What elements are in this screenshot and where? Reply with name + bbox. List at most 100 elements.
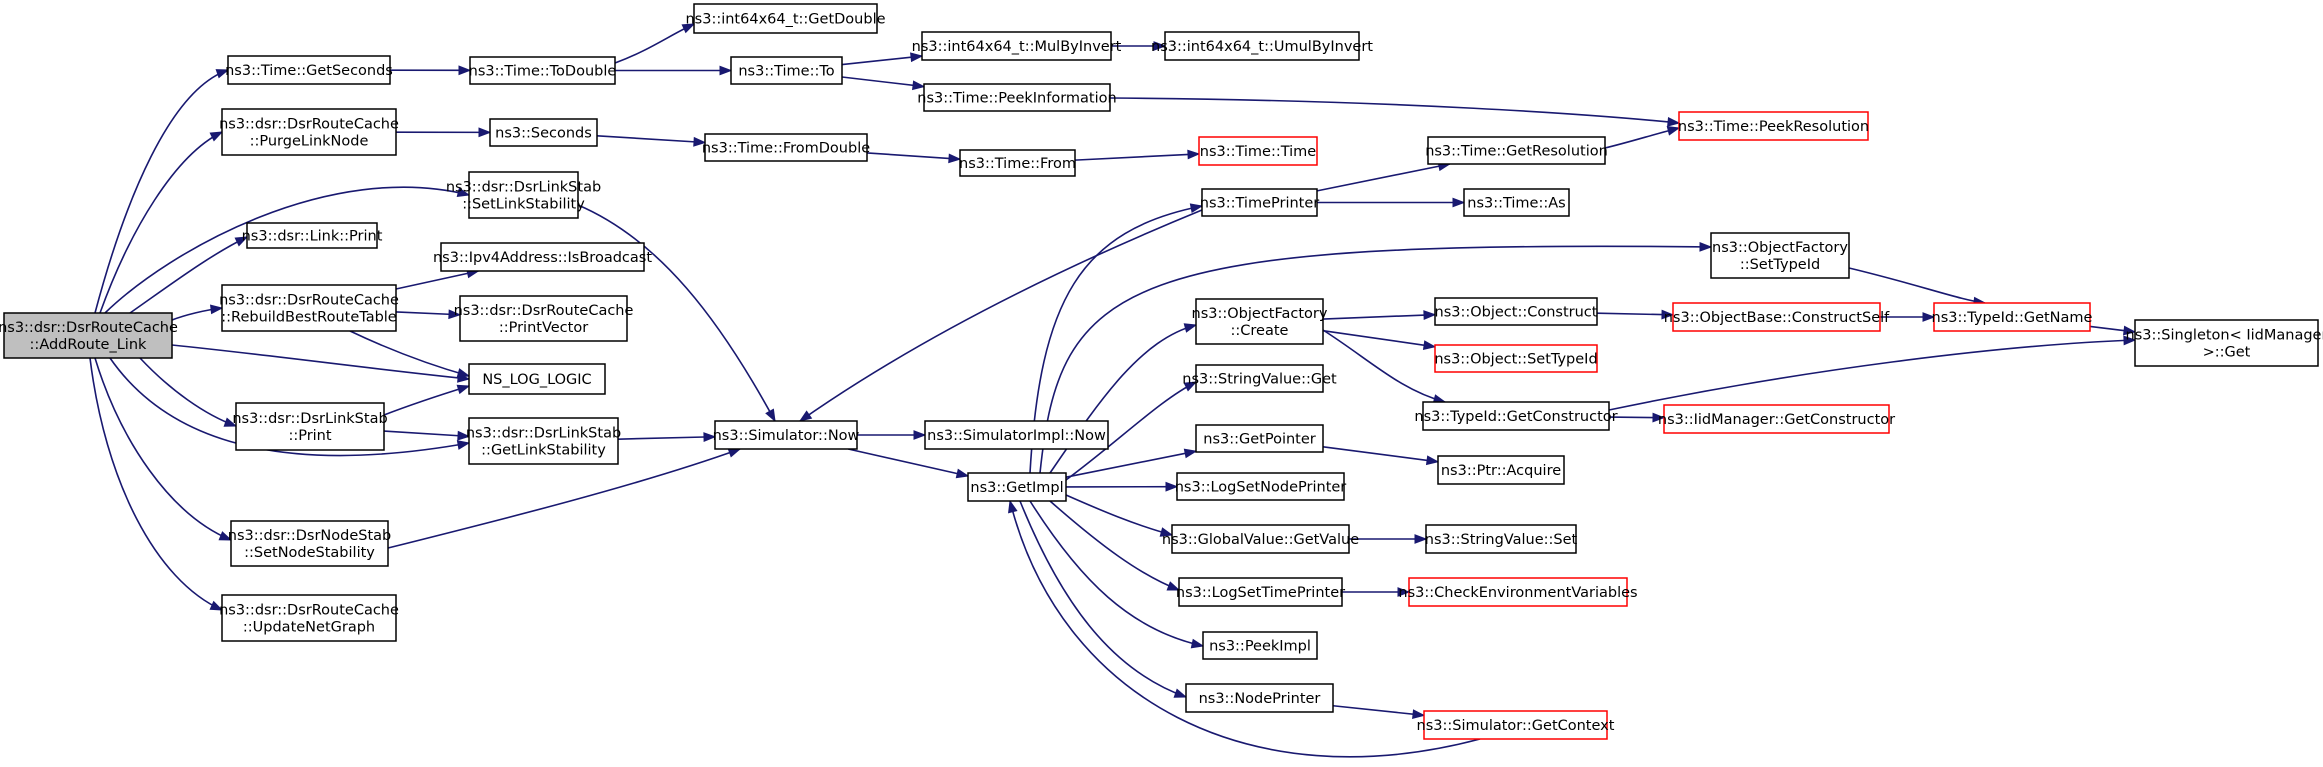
node-label: ::GetLinkStability (481, 443, 606, 459)
node-label: ns3::StringValue::Set (1425, 532, 1578, 548)
node-label: >::Get (2203, 345, 2251, 361)
node-box (1178, 577, 1343, 607)
node-rebuild[interactable]: ns3::dsr::DsrRouteCache::RebuildBestRout… (219, 284, 399, 332)
node-box (1171, 524, 1350, 554)
node-timeas[interactable]: ns3::Time::As (1463, 188, 1570, 217)
node-box (714, 420, 858, 450)
node-ofsettypeid[interactable]: ns3::ObjectFactory::SetTypeId (1710, 232, 1850, 279)
edge-getimpl-to-ofsettypeid (1039, 245, 1712, 474)
node-root[interactable]: ns3::dsr::DsrRouteCache::AddRoute_Link (0, 312, 178, 359)
node-label: ns3::TypeId::GetName (1932, 310, 2093, 326)
edge-root-to-updatenet (89, 357, 223, 611)
node-peekres[interactable]: ns3::Time::PeekResolution (1678, 111, 1869, 141)
node-isbroadcast[interactable]: ns3::Ipv4Address::IsBroadcast (433, 242, 652, 272)
node-label: ns3::ObjectFactory (1712, 240, 1848, 256)
arrowhead-root-to-updatenet (209, 600, 224, 611)
node-box (2134, 319, 2319, 367)
node-ofcreate[interactable]: ns3::ObjectFactory::Create (1192, 298, 1328, 345)
node-box (1176, 472, 1345, 501)
node-getcontext[interactable]: ns3::Simulator::GetContext (1417, 710, 1615, 740)
node-box (1463, 188, 1570, 217)
node-getimpl[interactable]: ns3::GetImpl (967, 472, 1067, 502)
node-getconstructor[interactable]: ns3::TypeId::GetConstructor (1414, 401, 1618, 431)
node-getpointer[interactable]: ns3::GetPointer (1195, 424, 1324, 453)
node-label: ns3::Time::GetResolution (1425, 144, 1608, 160)
node-logsettimeprinter[interactable]: ns3::LogSetTimePrinter (1176, 577, 1345, 607)
node-label: ns3::Time::To (738, 64, 834, 80)
arrowhead-getimpl-to-logsetnodeprinter (1165, 481, 1179, 492)
node-objconstruct[interactable]: ns3::Object::Construct (1434, 297, 1598, 326)
node-box (1663, 404, 1890, 434)
node-timetime[interactable]: ns3::Time::Time (1198, 136, 1318, 166)
node-purge[interactable]: ns3::dsr::DsrRouteCache::PurgeLinkNode (219, 108, 399, 156)
node-peekinfo[interactable]: ns3::Time::PeekInformation (917, 83, 1117, 112)
node-box (1672, 302, 1881, 332)
node-label: ns3::StringValue::Get (1182, 372, 1337, 388)
node-label: ::SetLinkStability (462, 197, 585, 213)
edge-fromdouble-to-timefrom (866, 152, 961, 160)
node-iidgetconstructor[interactable]: ns3::IidManager::GetConstructor (1658, 404, 1895, 434)
node-timeprinter[interactable]: ns3::TimePrinter (1200, 188, 1320, 217)
arrowhead-peekinfo-to-peekres (1667, 116, 1681, 127)
node-fromdouble[interactable]: ns3::Time::FromDouble (702, 133, 870, 162)
node-box (921, 31, 1112, 61)
node-box (469, 56, 616, 85)
arrowhead-timeprinter-to-simnow (798, 410, 813, 422)
node-lsprint[interactable]: ns3::dsr::DsrLinkStab::Print (232, 402, 388, 451)
edge-peekinfo-to-peekres (1109, 97, 1680, 124)
node-umulbyinvert[interactable]: ns3::int64x64_t::UmulByInvert (1151, 31, 1373, 61)
edge-ofsettypeid-to-getname (1848, 267, 1986, 304)
arrowhead-seconds-to-fromdouble (693, 136, 707, 147)
node-getdouble[interactable]: ns3::int64x64_t::GetDouble (685, 3, 886, 34)
node-getname[interactable]: ns3::TypeId::GetName (1932, 302, 2093, 332)
node-box (1423, 710, 1608, 740)
node-checkenv[interactable]: ns3::CheckEnvironmentVariables (1398, 577, 1638, 607)
node-updatenet[interactable]: ns3::dsr::DsrRouteCache::UpdateNetGraph (219, 594, 399, 642)
nodes-layer: ns3::dsr::DsrRouteCache::AddRoute_Linkns… (0, 3, 2323, 740)
node-label: ns3::ObjectBase::ConstructSelf (1664, 310, 1890, 326)
arrowhead-timeprinter-to-timeas (1452, 197, 1466, 208)
node-box (1195, 364, 1324, 393)
edge-root-to-setlinkstab (104, 186, 470, 314)
node-box (468, 171, 579, 219)
edge-timeprinter-to-getres (1316, 163, 1450, 192)
node-strvalset[interactable]: ns3::StringValue::Set (1425, 524, 1578, 554)
node-timeto[interactable]: ns3::Time::To (730, 56, 843, 85)
node-simimplnow[interactable]: ns3::SimulatorImpl::Now (924, 420, 1109, 450)
node-setlinkstab[interactable]: ns3::dsr::DsrLinkStab::SetLinkStability (446, 171, 601, 219)
node-box (1422, 401, 1610, 431)
node-logsetnodeprinter[interactable]: ns3::LogSetNodePrinter (1175, 472, 1347, 501)
node-setnodestab[interactable]: ns3::dsr::DsrNodeStab::SetNodeStability (228, 520, 391, 567)
node-label: ns3::LogSetTimePrinter (1176, 585, 1345, 601)
node-printvector[interactable]: ns3::dsr::DsrRouteCache::PrintVector (454, 295, 634, 342)
node-getres[interactable]: ns3::Time::GetResolution (1425, 136, 1608, 165)
edge-getimpl-to-getpointer (1065, 450, 1197, 478)
node-nodeprinter[interactable]: ns3::NodePrinter (1185, 683, 1334, 713)
node-peekimpl[interactable]: ns3::PeekImpl (1202, 631, 1318, 660)
node-label: ns3::dsr::DsrRouteCache (219, 603, 399, 619)
node-getseconds[interactable]: ns3::Time::GetSeconds (225, 55, 393, 85)
node-label: ns3::Time::Time (1200, 144, 1317, 160)
node-ptracquire[interactable]: ns3::Ptr::Acquire (1437, 455, 1565, 485)
node-mulbyinvert[interactable]: ns3::int64x64_t::MulByInvert (912, 31, 1122, 61)
node-gvgetvalue[interactable]: ns3::GlobalValue::GetValue (1162, 524, 1359, 554)
node-strvalget[interactable]: ns3::StringValue::Get (1182, 364, 1337, 393)
node-label: ns3::dsr::Link::Print (242, 229, 383, 245)
node-singleton[interactable]: ns3::Singleton< IidManager>::Get (2126, 319, 2323, 367)
node-todouble[interactable]: ns3::Time::ToDouble (469, 56, 617, 85)
node-objsettypeid[interactable]: ns3::Object::SetTypeId (1434, 344, 1598, 373)
node-getlinkstab[interactable]: ns3::dsr::DsrLinkStab::GetLinkStability (466, 417, 621, 465)
node-linkprint[interactable]: ns3::dsr::Link::Print (242, 222, 383, 249)
node-nslog[interactable]: NS_LOG_LOGIC (468, 363, 606, 395)
node-box (221, 594, 397, 642)
node-constructself[interactable]: ns3::ObjectBase::ConstructSelf (1664, 302, 1890, 332)
node-seconds[interactable]: ns3::Seconds (489, 118, 598, 147)
node-box (230, 520, 389, 567)
node-label: ns3::dsr::DsrLinkStab (466, 426, 621, 442)
node-simnow[interactable]: ns3::Simulator::Now (713, 420, 860, 450)
arrowhead-gvgetvalue-to-strvalset (1414, 534, 1428, 544)
arrowhead-getseconds-to-todouble (458, 65, 472, 76)
edge-root-to-getlinkstab (109, 357, 470, 457)
arrowhead-root-to-rebuild (210, 304, 224, 315)
node-timefrom[interactable]: ns3::Time::From (959, 149, 1076, 177)
